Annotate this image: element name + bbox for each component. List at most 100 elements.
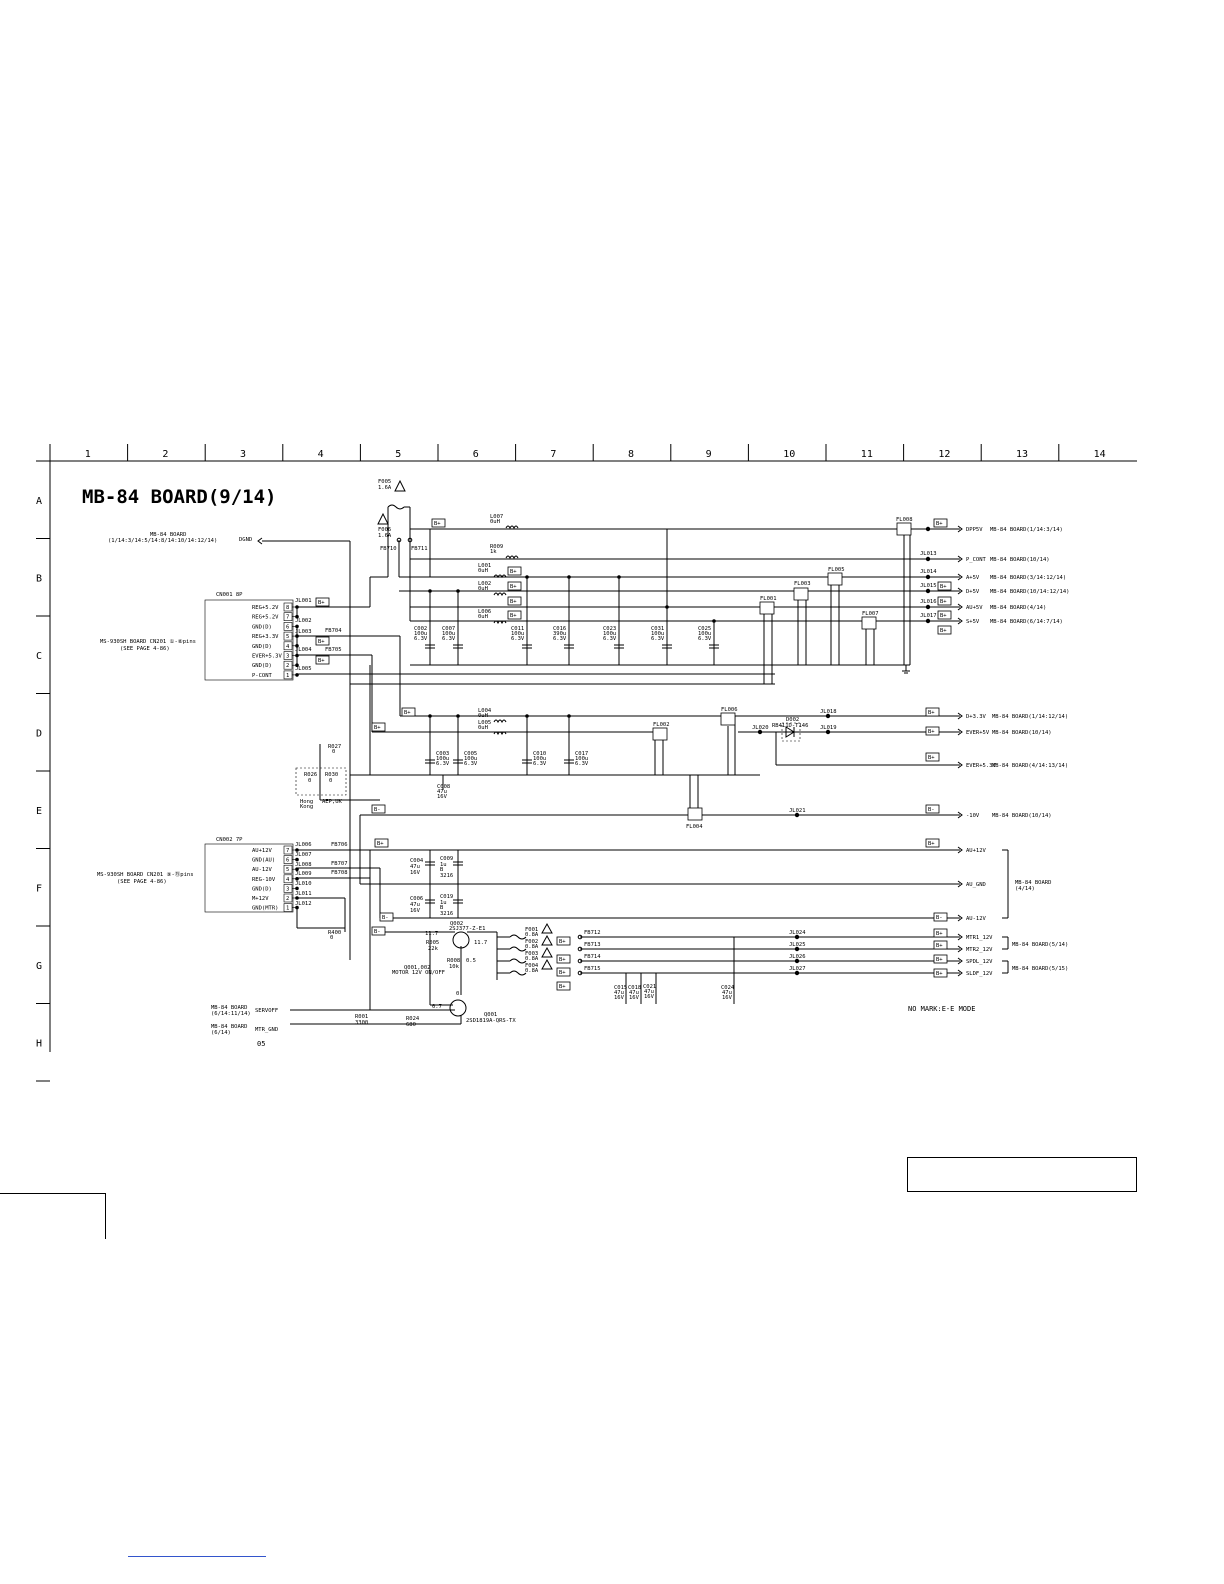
output-destination: MB-84 BOARD(10/14)	[992, 730, 1052, 736]
jl-label: JL021	[789, 808, 806, 814]
output-arrow-icon	[957, 555, 963, 563]
fl002-label: FL002	[653, 722, 670, 728]
r027-ref: R027	[328, 744, 341, 750]
output-signal: S+5V	[966, 619, 980, 625]
grid-col-label: 14	[1094, 449, 1106, 460]
connector-pin-number: 5	[286, 634, 289, 640]
fuse-warning-icon	[394, 479, 406, 492]
c009-v1: 1u	[440, 862, 447, 868]
cap-ref: C011	[511, 626, 524, 632]
inductor-symbol	[493, 592, 507, 597]
grid-row-label: C	[36, 651, 42, 662]
c008-v2: 16V	[437, 794, 448, 800]
fb-label: FB713	[584, 942, 601, 948]
grid-col-label: 5	[395, 449, 401, 460]
output-destination: MB-84 BOARD(3/14:12/14)	[990, 575, 1066, 581]
cap-voltage: 6.3V	[698, 636, 712, 642]
title-block-box	[907, 1157, 1137, 1192]
junction-dot	[825, 713, 831, 719]
output-signal: SPDL_12V	[966, 959, 993, 965]
supply-tag	[933, 968, 948, 978]
cap-ref: C005	[464, 751, 477, 757]
inductor-value: 0uH	[478, 725, 488, 731]
inductor-symbol	[493, 574, 507, 579]
connector-pin-number: 2	[286, 663, 289, 669]
jl004-label: JL004	[295, 647, 312, 653]
d-rails	[319, 665, 928, 816]
cap-value: 100u	[575, 756, 588, 762]
grid-row-label: E	[36, 806, 42, 817]
connector-pin-label: REG+5.2V	[252, 615, 279, 621]
junction-dot	[712, 619, 716, 623]
r005-ref: R005	[426, 940, 439, 946]
junction-dot	[428, 714, 432, 718]
cap-value: 390u	[553, 631, 566, 637]
fl001-label: FL001	[760, 596, 777, 602]
r001-ref: R001	[355, 1014, 368, 1020]
supply-tag	[374, 838, 389, 848]
output-destination: MB-84 BOARD(10/14:12/14)	[990, 589, 1069, 595]
supply-tag-label: B+	[374, 725, 381, 731]
fl006-box	[720, 712, 736, 726]
output-destination: (4/14)	[1015, 886, 1035, 892]
page-ref: 05	[257, 1040, 265, 1048]
output-signal: AU-12V	[966, 916, 987, 922]
supply-tag	[933, 954, 948, 964]
connector-pin-label: GND(D)	[252, 624, 272, 630]
junction-dot	[665, 605, 669, 609]
fb-label: FB714	[584, 954, 601, 960]
output-arrow-icon	[957, 945, 963, 953]
junction-dot	[794, 934, 800, 940]
jl-label: JL014	[920, 569, 937, 575]
r008-val: 10k	[449, 964, 460, 970]
connector-pin-number: 4	[286, 877, 290, 883]
q002-volt-l: 11.7	[425, 931, 438, 937]
ground-symbol	[902, 665, 910, 674]
supply-tag	[937, 581, 952, 591]
r400-val: 0	[330, 935, 333, 941]
connector-pin-label: GND(D)	[252, 663, 272, 669]
cap-voltage: 6.3V	[575, 761, 589, 767]
au-caps: C004 47u 16V C009 1u B 3216 C006 47u 16V…	[410, 850, 463, 918]
fl003-box	[793, 587, 809, 601]
q002-part: 2SJ377-Z-E1	[449, 926, 485, 932]
ref-mb84-top-2: (1/14:3/14:5/14:8/14:10/14:12/14)	[108, 538, 217, 544]
q-label-2: MOTOR 12V ON/OFF	[392, 970, 445, 976]
supply-tag-label: B+	[377, 841, 384, 847]
motor-wiring	[290, 931, 1009, 1025]
junction-dot	[825, 729, 831, 735]
cap-value: 100u	[533, 756, 546, 762]
jl011-label: JL011	[295, 891, 312, 897]
c004-ref: C004	[410, 858, 424, 864]
jl-label: JL027	[789, 966, 806, 972]
fuse-symbol	[509, 970, 527, 976]
grid-col-label: 2	[162, 449, 168, 460]
supply-tag-label: B+	[559, 939, 566, 945]
grid-col-label: 11	[861, 449, 873, 460]
cn001-title: CN001 8P	[216, 592, 243, 598]
fl003-label: FL003	[794, 581, 811, 587]
r001-val: 3300	[355, 1020, 368, 1026]
cap-ref: C010	[533, 751, 546, 757]
connector-pin-label: EVER+5.3V	[252, 654, 282, 660]
junction-dot	[295, 886, 299, 891]
cap-ref: C031	[651, 626, 664, 632]
ref-mb84-mtr-2: (6/14)	[211, 1030, 231, 1036]
r030-val: 0	[329, 778, 332, 784]
junction-dot	[794, 946, 800, 952]
supply-tag-label: B+	[928, 755, 935, 761]
fb705-label: FB705	[325, 647, 342, 653]
inductor-ref: L005	[478, 720, 491, 726]
motor-caps: C015 47u 16V C018 47u 16V C021 47u 16V C…	[614, 984, 735, 1001]
fb708-label: FB708	[331, 870, 348, 876]
output-destination: MB-84 BOARD(1/14:3/14)	[990, 527, 1063, 533]
grid-col-label: 6	[473, 449, 479, 460]
fl007-label: FL007	[862, 611, 879, 617]
cap-value: 100u	[651, 631, 664, 637]
r008-ref: R008	[447, 958, 460, 964]
fuse-value: 0.8A	[525, 968, 539, 974]
supply-tag	[401, 707, 416, 717]
r026-ref: R026	[304, 772, 317, 778]
cap-voltage: 6.3V	[533, 761, 547, 767]
supply-tag-label: B+	[434, 521, 441, 527]
